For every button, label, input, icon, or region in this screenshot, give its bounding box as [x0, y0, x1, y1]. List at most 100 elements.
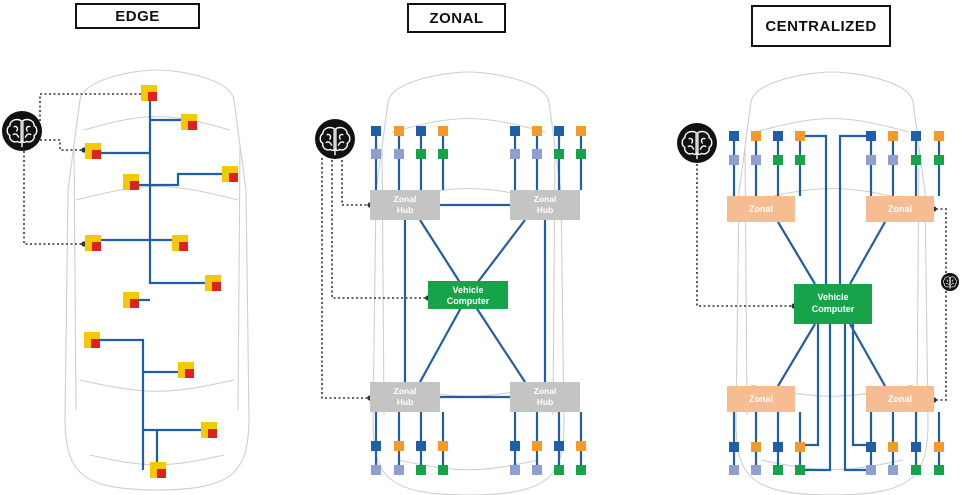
- zonal-device: [510, 465, 520, 475]
- zonal-device: [416, 149, 426, 159]
- zonal-hub: [510, 382, 580, 412]
- brain-icon-stroke: [950, 276, 957, 288]
- central-device: [888, 131, 898, 141]
- car-outline: [735, 71, 929, 495]
- edge-ecu-core: [92, 150, 101, 159]
- brain-icon-stroke: [325, 133, 345, 146]
- car-outline: [64, 69, 250, 491]
- car-trunk: [760, 459, 904, 471]
- central-direct-wire: [800, 324, 832, 472]
- central-direct-wire: [800, 324, 820, 447]
- central-device: [866, 442, 876, 452]
- zonal-cross-link: [467, 294, 526, 383]
- car-roof-line: [75, 186, 239, 201]
- car-trunk: [397, 459, 540, 471]
- edge-ecu-core: [157, 469, 166, 478]
- zonal-device: [554, 126, 564, 136]
- central-device: [729, 155, 739, 165]
- zonal-link-computer: [331, 160, 428, 299]
- centralized-title: CENTRALIZED: [751, 5, 891, 47]
- edge-ecu-core: [179, 242, 188, 251]
- central-device: [773, 465, 783, 475]
- central-device: [934, 155, 944, 165]
- zonal-device: [510, 149, 520, 159]
- zonal-hub-label: Zonal: [394, 194, 417, 204]
- edge-wire: [148, 97, 213, 285]
- central-vehicle-computer: [794, 284, 872, 324]
- car-windshield: [391, 118, 546, 133]
- central-zone-label: Zonal: [888, 204, 912, 214]
- dotted-links: [23, 91, 947, 403]
- central-direct-wire: [843, 324, 871, 472]
- central-device: [866, 131, 876, 141]
- car-side-lines: [73, 144, 241, 411]
- brain-icons: [2, 111, 959, 291]
- zonal-title: ZONAL: [407, 3, 506, 33]
- brain-icon: [315, 119, 355, 159]
- zonal-cross-link: [419, 294, 469, 383]
- zonal-device: [554, 441, 564, 451]
- edge-link-top: [39, 93, 144, 121]
- zonal-device: [532, 465, 542, 475]
- zonal-device: [371, 149, 381, 159]
- central-link-front-zone: [934, 208, 947, 273]
- edge-ecu-core: [148, 92, 157, 101]
- brain-icon-stroke: [945, 279, 955, 286]
- zonal-hub: [370, 382, 440, 412]
- central-zone-label: Zonal: [888, 394, 912, 404]
- zonal-device: [394, 126, 404, 136]
- central-device: [751, 465, 761, 475]
- edge-ecu-core: [185, 369, 194, 378]
- zonal-device: [371, 441, 381, 451]
- car-rear-window: [79, 379, 235, 392]
- zonal-device: [371, 465, 381, 475]
- central-direct-wire: [838, 134, 871, 284]
- car-body: [735, 71, 929, 495]
- brain-icon-stroke: [335, 126, 351, 152]
- zonal-link-rear-hub: [321, 158, 370, 399]
- edge-ecu-core: [188, 121, 197, 130]
- central-device: [729, 465, 739, 475]
- central-zone: [727, 386, 795, 412]
- zonal-device: [576, 149, 586, 159]
- brain-icon-stroke: [943, 276, 950, 288]
- central-direct-wire: [800, 134, 828, 284]
- zonal-device: [394, 465, 404, 475]
- zonal-link-hub: [341, 160, 370, 206]
- brain-icon: [677, 123, 717, 163]
- edge-ecu-core: [212, 282, 221, 291]
- zonal-device: [554, 149, 564, 159]
- central-device: [911, 155, 921, 165]
- zonal-hub: [370, 190, 440, 220]
- zonal-device: [532, 149, 542, 159]
- node-labels: ZonalHubZonalHubZonalHubZonalHubVehicleC…: [394, 194, 912, 407]
- central-zone-link: [849, 221, 886, 285]
- central-device: [795, 155, 805, 165]
- zonal-vehicle-computer: [428, 281, 508, 309]
- edge-ecu-core: [91, 339, 100, 348]
- central-zone: [727, 196, 795, 222]
- central-device: [934, 131, 944, 141]
- edge-ecu-core: [208, 429, 217, 438]
- central-zone: [866, 386, 934, 412]
- zonal-hub-label: Zonal: [534, 386, 557, 396]
- edge-ecu-core: [229, 173, 238, 182]
- zonal-device: [576, 126, 586, 136]
- central-zone-label: Zonal: [749, 204, 773, 214]
- brain-icon-stroke: [697, 130, 713, 156]
- brain-icon-stroke: [6, 118, 22, 144]
- edge-title: EDGE: [75, 3, 200, 29]
- zonal-hub-label: Hub: [537, 205, 554, 215]
- central-device: [773, 131, 783, 141]
- central-device: [773, 155, 783, 165]
- brain-icon: [941, 273, 959, 291]
- car-side-lines: [744, 146, 920, 416]
- central-zone-label: Zonal: [749, 394, 773, 404]
- central-device: [934, 465, 944, 475]
- zonal-hub-label: Zonal: [394, 386, 417, 396]
- central-device: [751, 442, 761, 452]
- central-zone-link: [849, 323, 886, 387]
- zonal-device: [438, 149, 448, 159]
- central-device: [751, 155, 761, 165]
